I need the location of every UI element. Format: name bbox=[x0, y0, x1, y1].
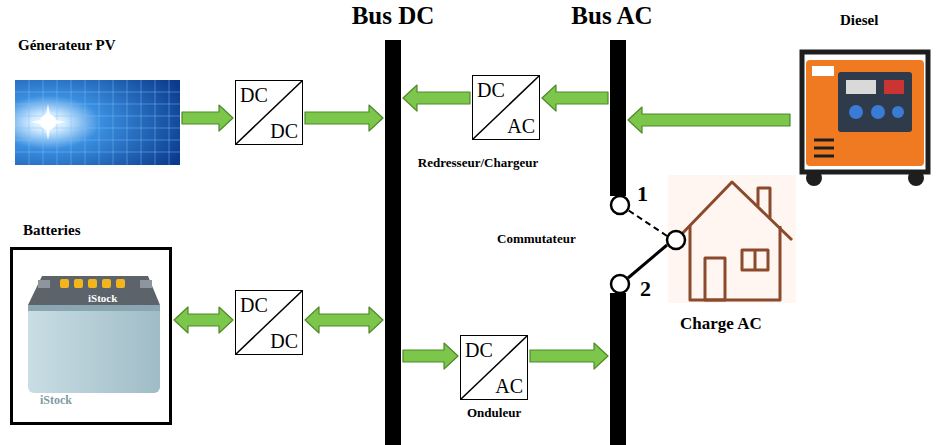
callout-number: 1 bbox=[637, 182, 648, 206]
switch-terminal bbox=[611, 275, 629, 293]
converter-diagonal bbox=[461, 336, 527, 399]
diesel-generator bbox=[806, 60, 924, 166]
switch bbox=[667, 231, 685, 249]
bus-bar bbox=[610, 293, 626, 445]
diesel-generator bbox=[814, 140, 834, 156]
battery-picture bbox=[28, 276, 160, 393]
diesel-generator bbox=[849, 105, 863, 119]
converter-label: DC bbox=[240, 84, 268, 106]
house-icon bbox=[705, 258, 725, 300]
power-flow-arrow bbox=[542, 85, 608, 111]
battery-picture bbox=[28, 276, 160, 305]
battery-picture bbox=[140, 280, 152, 288]
converter-box: DCACRedresseur/Chargeur bbox=[472, 75, 540, 140]
battery-picture bbox=[28, 305, 160, 311]
node-label: Bus DC bbox=[352, 2, 435, 30]
diesel-generator bbox=[884, 80, 904, 94]
house-icon bbox=[676, 182, 792, 300]
bus-bar bbox=[610, 40, 626, 196]
house-icon bbox=[668, 175, 796, 303]
power-flow-arrow bbox=[174, 307, 233, 333]
power-flow-arrow bbox=[305, 307, 383, 333]
battery-picture bbox=[38, 280, 50, 288]
diesel-generator bbox=[871, 105, 885, 119]
pv-panel bbox=[15, 116, 180, 117]
ac-bus: Bus AC bbox=[610, 40, 626, 445]
node-label: Redresseur/Chargeur bbox=[418, 156, 538, 170]
pv-panel bbox=[15, 104, 180, 105]
power-flow-arrow bbox=[403, 85, 470, 111]
converter-diagonal bbox=[236, 81, 302, 144]
house-icon bbox=[758, 188, 770, 218]
node-label: Génerateur PV bbox=[18, 37, 116, 54]
house-icon bbox=[742, 250, 768, 270]
pv-panel bbox=[15, 80, 180, 165]
switch-label: Commutateur bbox=[497, 232, 576, 246]
diesel-generator bbox=[846, 80, 876, 94]
battery-picture bbox=[102, 279, 111, 288]
node-label: Bus AC bbox=[571, 2, 652, 30]
node-label: Batteries bbox=[23, 222, 80, 239]
watermark: iStock bbox=[88, 292, 117, 304]
battery-picture bbox=[88, 279, 97, 288]
watermark: iStock bbox=[40, 394, 72, 407]
house-icon bbox=[690, 226, 780, 300]
house-icon bbox=[754, 250, 757, 270]
switch bbox=[611, 196, 685, 278]
diesel-generator bbox=[908, 170, 924, 186]
pv-panel bbox=[15, 128, 180, 129]
battery-picture bbox=[74, 279, 83, 288]
diesel-generator bbox=[838, 72, 912, 132]
converter-box: DCDC bbox=[235, 80, 303, 145]
battery-bank: Batteries bbox=[10, 247, 172, 425]
switch bbox=[628, 210, 667, 236]
battery-picture bbox=[116, 279, 125, 288]
converter-diagonal bbox=[473, 76, 539, 139]
converter-label: DC bbox=[270, 330, 298, 352]
power-flow-arrow bbox=[530, 343, 608, 369]
converter-label: DC bbox=[477, 79, 505, 101]
callout-number: 2 bbox=[640, 277, 651, 301]
diesel-generator bbox=[892, 106, 904, 118]
diesel-generator bbox=[806, 170, 822, 186]
power-flow-arrow bbox=[403, 343, 458, 369]
house-icon bbox=[676, 182, 792, 240]
node-label: Charge AC bbox=[680, 315, 762, 334]
diesel-generator: Diesel bbox=[792, 42, 934, 187]
diesel-generator bbox=[814, 147, 834, 150]
node-label: Onduleur bbox=[467, 406, 521, 420]
pv-panel bbox=[15, 140, 180, 141]
power-flow-arrow bbox=[305, 105, 383, 131]
converter-box: DCDC bbox=[235, 290, 303, 355]
switch bbox=[611, 196, 629, 214]
switch bbox=[628, 245, 667, 278]
diesel-generator bbox=[802, 52, 928, 172]
converter-box: DCACOnduleur bbox=[460, 335, 528, 400]
pv-panel bbox=[15, 80, 180, 165]
diesel-generator bbox=[814, 139, 834, 142]
battery-picture bbox=[60, 279, 69, 288]
pv-panel bbox=[30, 104, 66, 140]
diesel-generator bbox=[812, 66, 834, 76]
pv-panel bbox=[15, 92, 180, 93]
ac-load: Charge AC bbox=[668, 175, 796, 303]
converter-label: AC bbox=[507, 115, 535, 137]
power-flow-arrow bbox=[182, 105, 233, 131]
power-flow-arrow bbox=[628, 107, 790, 133]
converter-label: DC bbox=[465, 339, 493, 361]
diesel-generator bbox=[802, 52, 928, 186]
pv-panel bbox=[15, 80, 180, 165]
pv-panel bbox=[15, 152, 180, 153]
converter-label: DC bbox=[240, 294, 268, 316]
node-label: Diesel bbox=[840, 12, 878, 29]
diesel-generator bbox=[814, 155, 834, 158]
converter-label: DC bbox=[270, 120, 298, 142]
converter-label: AC bbox=[495, 375, 523, 397]
house-icon bbox=[668, 175, 796, 303]
battery-picture bbox=[28, 305, 160, 393]
converter-diagonal bbox=[236, 291, 302, 354]
pv-generator: Génerateur PV bbox=[15, 80, 180, 165]
dc-bus: Bus DC bbox=[385, 40, 401, 445]
